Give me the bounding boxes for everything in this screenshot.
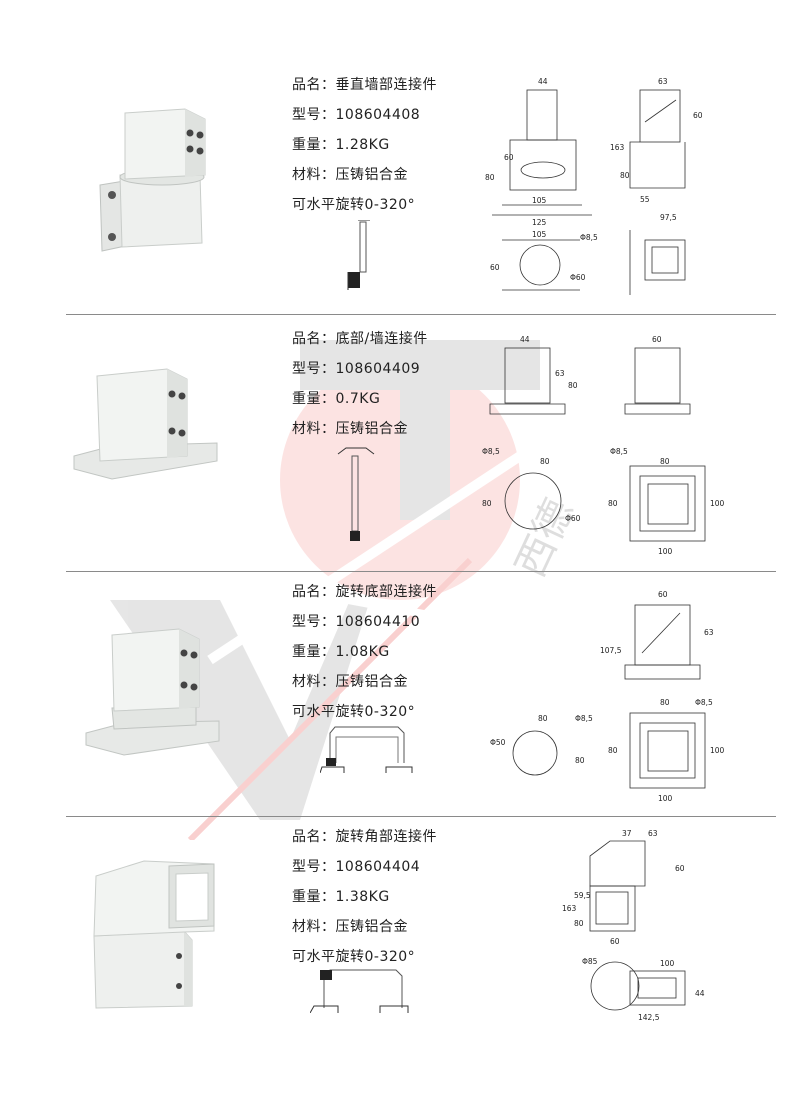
dim-label: 80 [574, 919, 584, 928]
dim-label: 60 [504, 153, 514, 162]
dim-label: 80 [608, 746, 618, 755]
dim-label: Φ8,5 [482, 447, 500, 456]
dim-label: 80 [608, 499, 618, 508]
dim-label: 163 [610, 143, 625, 152]
product-section-3: 品名：旋转底部连接件 型号：108604410 重量：1.08KG 材料：压铸铝… [0, 573, 790, 823]
dim-label: 44 [520, 335, 530, 344]
dim-label: 80 [485, 173, 495, 182]
dim-label: 105 [532, 196, 547, 205]
dim-label: 80 [575, 756, 585, 765]
weight: 重量：1.08KG [292, 644, 390, 660]
product-name: 品名：底部/墙连接件 [292, 331, 428, 347]
dim-label: 44 [538, 77, 548, 86]
dim-label: Φ60 [565, 514, 581, 523]
weight: 重量：1.38KG [292, 889, 390, 905]
dim-label: 60 [490, 263, 500, 272]
material: 材料：压铸铝合金 [292, 421, 408, 437]
model-number: 型号：108604409 [292, 361, 421, 377]
dim-label: Φ8,5 [580, 233, 598, 242]
product-photo-2 [73, 368, 218, 480]
dim-label: 100 [658, 794, 673, 803]
model-number: 型号：108604410 [292, 614, 421, 630]
dim-label: Φ8,5 [695, 698, 713, 707]
dim-label: 80 [620, 171, 630, 180]
dim-label: Φ8,5 [610, 447, 628, 456]
model-number: 型号：108604408 [292, 107, 421, 123]
dim-label: 80 [660, 698, 670, 707]
dim-label: 142,5 [638, 1013, 660, 1022]
technical-drawing-1: 44 60 63 80 60 163 80 105 125 55 97,5 10… [485, 77, 703, 295]
dim-label: 80 [540, 457, 550, 466]
dim-label: 100 [660, 959, 675, 968]
dim-label: 55 [640, 195, 650, 204]
rotation-note: 可水平旋转0-320° [292, 949, 416, 965]
material: 材料：压铸铝合金 [292, 674, 408, 690]
product-photo-3 [85, 628, 220, 756]
dim-label: 59,5 [574, 891, 591, 900]
dim-label: 107,5 [600, 646, 622, 655]
technical-drawing-3: 60 107,5 63 80 Φ8,5 Φ50 80 80 Φ8,5 80 10… [490, 590, 725, 803]
dim-label: Φ8,5 [575, 714, 593, 723]
dim-label: 60 [652, 335, 662, 344]
dim-label: 63 [704, 628, 714, 637]
spec-list-3: 品名：旋转底部连接件 型号：108604410 重量：1.08KG 材料：压铸铝… [292, 577, 437, 727]
product-photo-4 [93, 860, 215, 1009]
material: 材料：压铸铝合金 [292, 167, 408, 183]
dim-label: 60 [610, 937, 620, 946]
section-divider [66, 571, 776, 572]
dim-label: 63 [658, 77, 668, 86]
dim-label: 37 [622, 829, 632, 838]
product-section-2: 品名：底部/墙连接件 型号：108604409 重量：0.7KG 材料：压铸铝合… [0, 316, 790, 566]
dim-label: 100 [658, 547, 673, 556]
dim-label: 60 [658, 590, 668, 599]
product-photo-1 [99, 108, 206, 252]
product-section-4: 品名：旋转角部连接件 型号：108604404 重量：1.38KG 材料：压铸铝… [0, 818, 790, 1068]
dim-label: 97,5 [660, 213, 677, 222]
technical-drawing-2: 44 63 80 60 Φ8,5 80 80 Φ60 Φ8,5 80 80 10… [482, 335, 725, 556]
dim-label: Φ60 [570, 273, 586, 282]
material: 材料：压铸铝合金 [292, 919, 408, 935]
product-name: 品名：垂直墙部连接件 [292, 77, 437, 93]
spec-list-2: 品名：底部/墙连接件 型号：108604409 重量：0.7KG 材料：压铸铝合… [292, 324, 428, 444]
dim-label: 63 [555, 369, 565, 378]
product-name: 品名：旋转底部连接件 [292, 584, 437, 600]
dim-label: Φ85 [582, 957, 598, 966]
product-section-1: 品名：垂直墙部连接件 型号：108604408 重量：1.28KG 材料：压铸铝… [0, 60, 790, 310]
dim-label: 80 [482, 499, 492, 508]
spec-list-1: 品名：垂直墙部连接件 型号：108604408 重量：1.28KG 材料：压铸铝… [292, 70, 437, 220]
dim-label: 105 [532, 230, 547, 239]
dim-label: 60 [675, 864, 685, 873]
rotation-note: 可水平旋转0-320° [292, 704, 416, 720]
usage-sketch-4 [310, 969, 409, 1013]
dim-label: 44 [695, 989, 705, 998]
technical-drawing-4: 37 63 60 163 59,5 80 60 Φ85 100 44 142,5 [562, 829, 705, 1022]
usage-sketch-3 [320, 726, 413, 773]
dim-label: 125 [532, 218, 547, 227]
usage-sketch-1 [347, 220, 370, 290]
dim-label: 63 [648, 829, 658, 838]
rotation-note: 可水平旋转0-320° [292, 197, 416, 213]
dim-label: Φ50 [490, 738, 506, 747]
weight: 重量：1.28KG [292, 137, 390, 153]
dim-label: 80 [660, 457, 670, 466]
dim-label: 100 [710, 746, 725, 755]
spec-list-4: 品名：旋转角部连接件 型号：108604404 重量：1.38KG 材料：压铸铝… [292, 822, 437, 972]
product-name: 品名：旋转角部连接件 [292, 829, 437, 845]
weight: 重量：0.7KG [292, 391, 381, 407]
dim-label: 80 [568, 381, 578, 390]
dim-label: 163 [562, 904, 577, 913]
dim-label: 80 [538, 714, 548, 723]
usage-sketch-2 [337, 447, 375, 541]
section-divider [66, 816, 776, 817]
dim-label: 100 [710, 499, 725, 508]
section-divider [66, 314, 776, 315]
model-number: 型号：108604404 [292, 859, 421, 875]
dim-label: 60 [693, 111, 703, 120]
